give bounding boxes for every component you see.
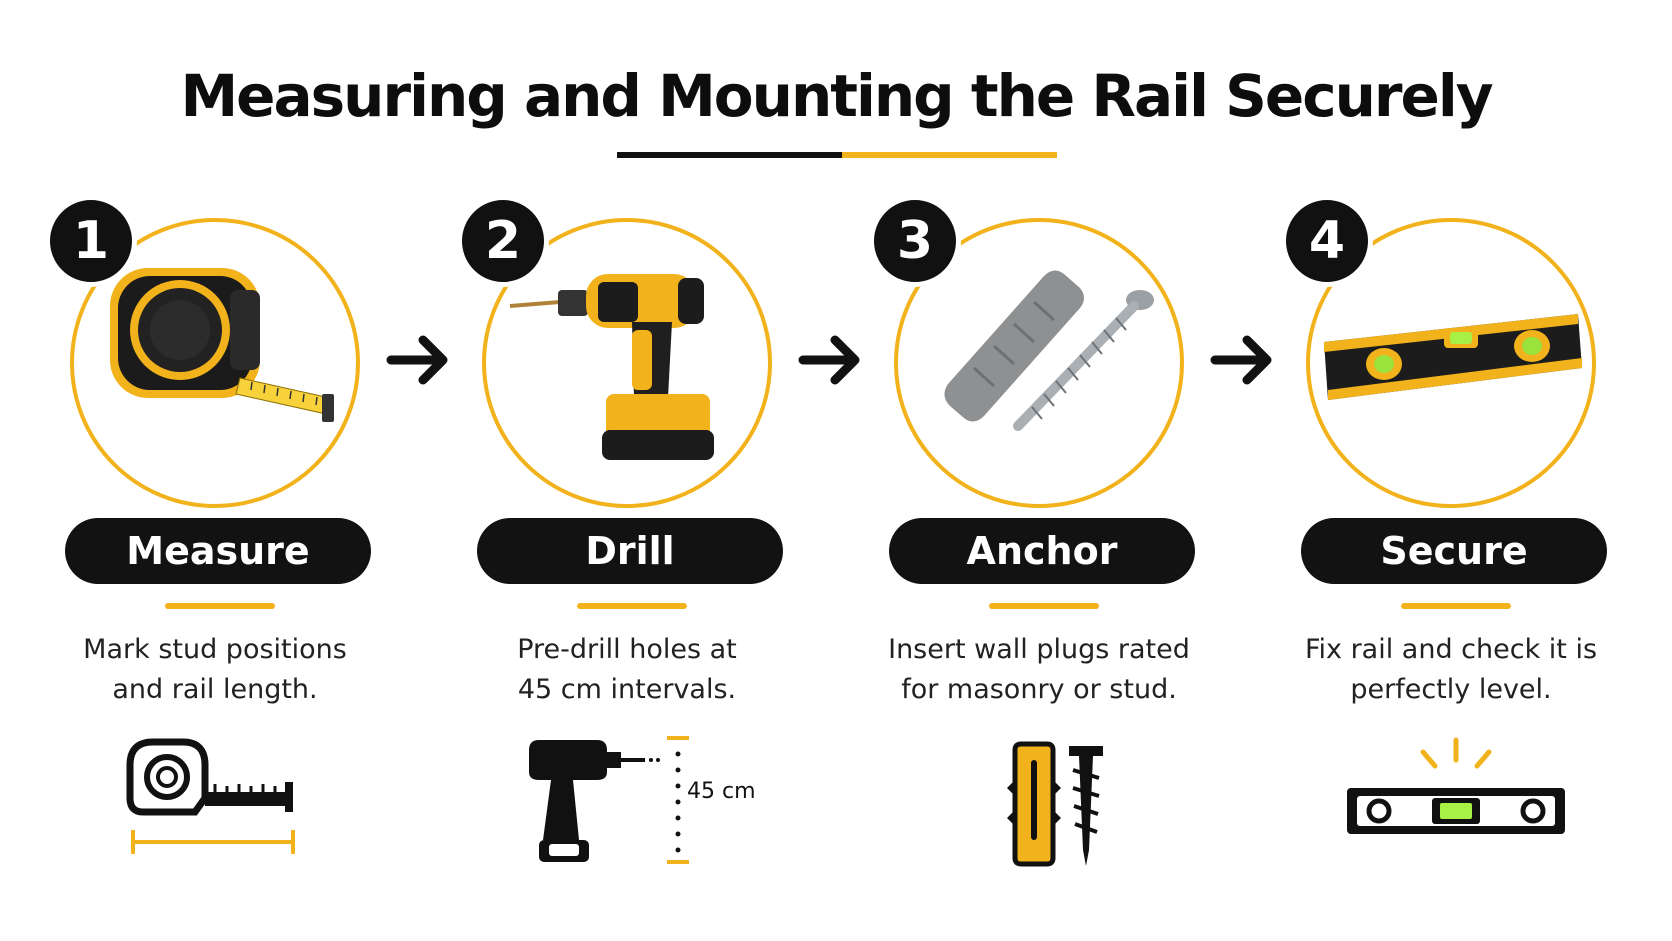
step-underline <box>989 603 1099 609</box>
spirit-level-icon <box>1324 314 1582 400</box>
step-number-badge: 2 <box>457 195 549 287</box>
step-label-pill: Drill <box>477 518 783 584</box>
step-underline <box>165 603 275 609</box>
step-description: Fix rail and check it is perfectly level… <box>1304 634 1598 705</box>
step-underline <box>1401 603 1511 609</box>
step-number-badge: 3 <box>869 195 961 287</box>
drill-spacing-icon: 45 cm <box>529 736 756 864</box>
step-anchor: 3 Anchor Insert wall plugs rated for mas… <box>869 0 1209 941</box>
spirit-level-outline-icon <box>1347 737 1565 834</box>
step-label-pill: Anchor <box>889 518 1195 584</box>
step-description: Insert wall plugs rated for masonry or s… <box>888 634 1190 705</box>
step-drill: 2 Drill Pre-drill holes at 45 cm interva… <box>457 0 797 941</box>
cordless-drill-icon <box>509 274 714 460</box>
step-label-pill: Secure <box>1301 518 1607 584</box>
step-description: Pre-drill holes at 45 cm intervals. <box>517 634 737 705</box>
title-underline-gold <box>842 152 1057 158</box>
title-underline-dark <box>617 152 842 158</box>
arrow-right-icon <box>386 335 448 385</box>
wall-plug-screw-icon <box>944 270 1154 431</box>
tape-measure-outline-icon <box>126 738 295 854</box>
arrow-right-icon <box>798 335 860 385</box>
step-underline <box>577 603 687 609</box>
step-number-badge: 1 <box>45 195 137 287</box>
arrow-right-icon <box>1210 335 1272 385</box>
plug-screw-outline-icon <box>1007 741 1103 867</box>
tape-measure-icon <box>110 268 334 422</box>
step-number-badge: 4 <box>1281 195 1373 287</box>
title-underline <box>617 152 1057 158</box>
step-label-pill: Measure <box>65 518 371 584</box>
page-title: Measuring and Mounting the Rail Securely <box>180 62 1493 130</box>
step-measure: 1 Measure Mark stud positions and rail l… <box>45 0 385 941</box>
step-description: Mark stud positions and rail length. <box>83 634 347 705</box>
spacing-label: 45 cm <box>687 779 756 804</box>
step-secure: 4 Secure Fix rail and check it is perfec… <box>1281 0 1621 941</box>
